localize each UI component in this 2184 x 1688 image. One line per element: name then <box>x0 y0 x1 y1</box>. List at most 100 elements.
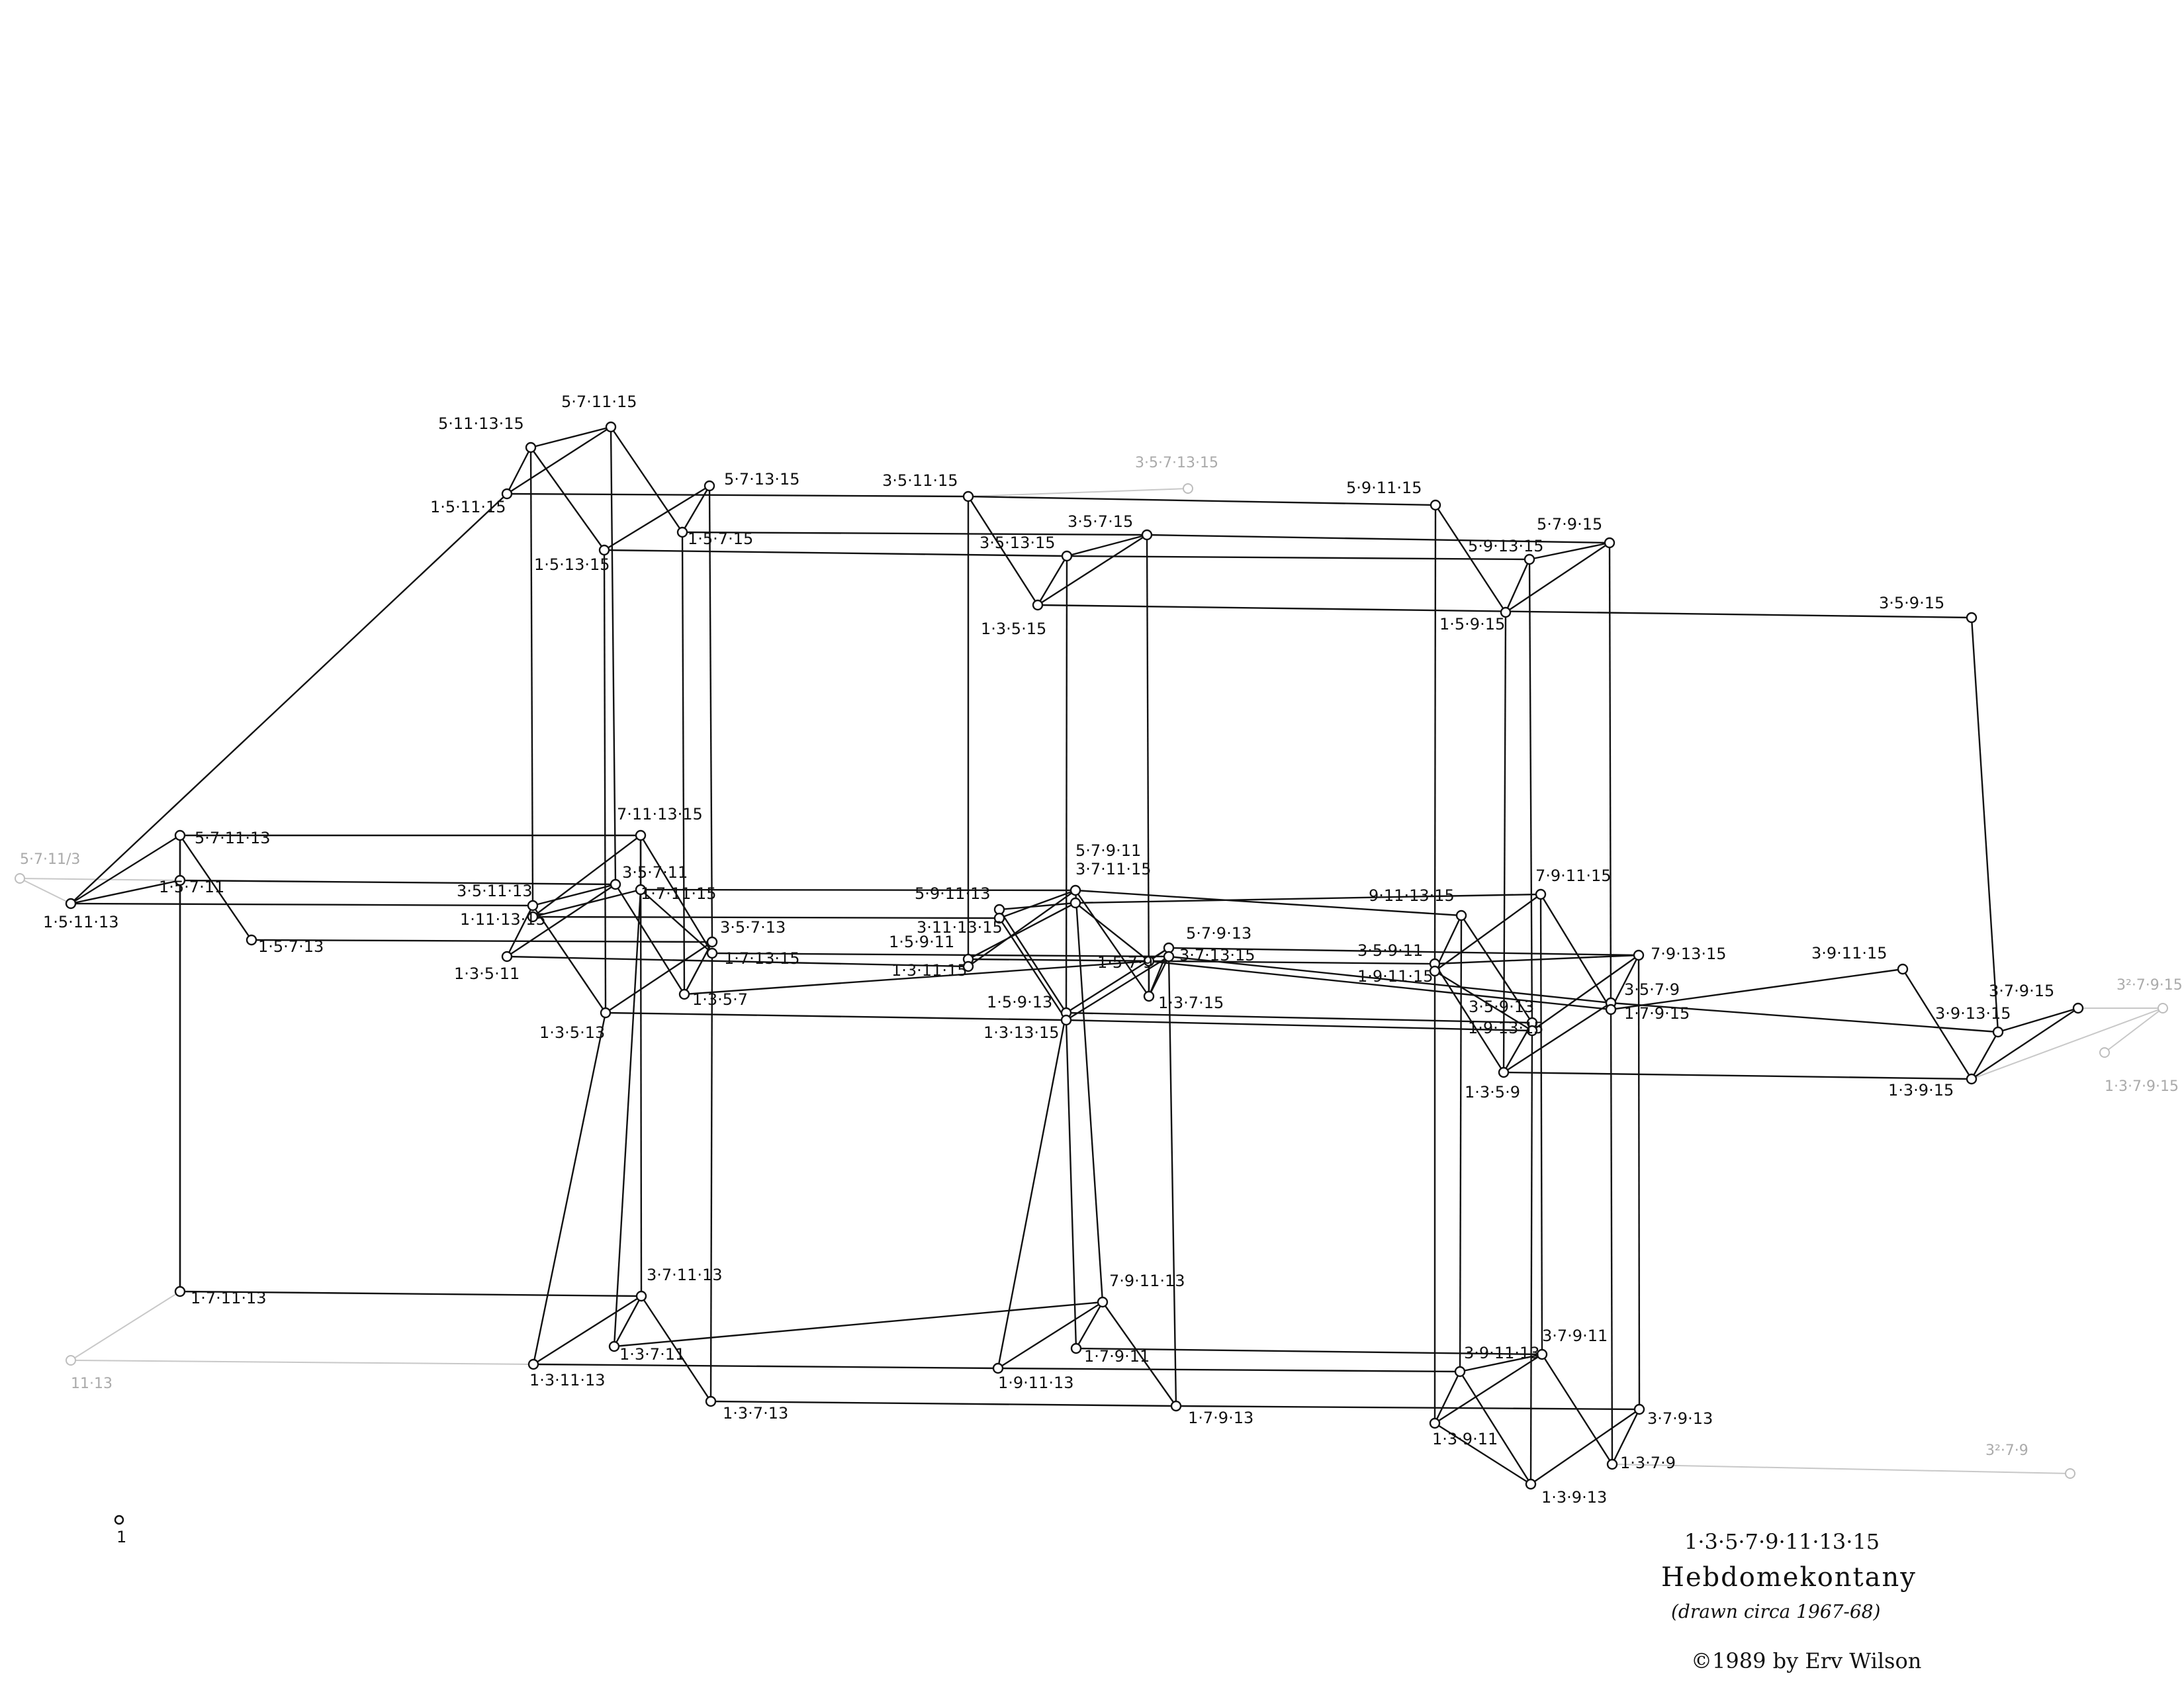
caption-title: Hebdomekontany <box>1661 1562 1917 1593</box>
edge-3-7-9-11--1-3-7-9 <box>1541 1354 1614 1465</box>
edge-3-9-11-13--1-3-9-11 <box>1433 1371 1461 1424</box>
lattice-node-3-7-9-13 <box>1633 1403 1645 1415</box>
lattice-node-1-7-9-13 <box>1170 1400 1182 1412</box>
edge-3-7-11-13--1-3-7-13 <box>640 1295 712 1402</box>
lattice-label-3-5-13-15: 3·5·13·15 <box>979 534 1056 552</box>
faint-label-f-right-top: 3²·7·9·15 <box>2116 977 2183 994</box>
edge-1-3-5-11--1-3-11-15 <box>506 955 969 968</box>
lattice-label-1-3-5-9: 1·3·5·9 <box>1465 1083 1520 1102</box>
edge-3-5-13-15--5-9-13-15 <box>1066 555 1530 561</box>
edge-7-11-13-15--1-7-13-15 <box>639 835 713 954</box>
lattice-label-1-3-5-13: 1·3·5·13 <box>539 1023 605 1042</box>
faint-node-f-3-5-7-13-15 <box>1183 483 1193 494</box>
lattice-label-1-9-11-13: 1·9·11·13 <box>998 1374 1074 1392</box>
lattice-label-1-5-9-15: 1·5·9·15 <box>1439 615 1505 633</box>
lattice-label-3-9-11-13: 3·9·11·13 <box>1464 1344 1540 1362</box>
edge-3-7-13-15--3-5-7-9 <box>1168 955 1612 1004</box>
edge-1-3-7-13--1-7-9-13 <box>710 1400 1177 1407</box>
lattice-label-5-9-11-15: 5·9·11·15 <box>1346 479 1422 497</box>
edge-1-7-13-15--1-3-7-13 <box>709 953 713 1402</box>
lattice-node-1-5-7-9 <box>1143 955 1155 967</box>
lattice-node-1-3-7-11 <box>608 1340 620 1352</box>
edge-5-9-13-15--1-5-9-15 <box>1504 559 1531 613</box>
edge-3-7-13-15--1-7-9-13 <box>1167 956 1177 1407</box>
lattice-node-1-3-9-13 <box>1525 1478 1537 1490</box>
lattice-label-5-11-13-15: 5·11·13·15 <box>438 414 524 433</box>
edge-3-5-13-15--1-5-9-13 <box>1065 555 1068 1013</box>
edge-5-7-11-13--1-5-11-13 <box>70 834 181 905</box>
edge-1-5-11-13--3-5-11-13 <box>70 902 533 907</box>
lattice-node-3-7-11-15 <box>1069 884 1081 896</box>
edge-1-5-9-13--3-5-9-13 <box>1066 1011 1533 1024</box>
edge-3-9-13-15--3-7-9-15 <box>1997 1007 2079 1033</box>
edge-3-9-13-15--1-3-9-15 <box>1970 1031 1999 1080</box>
lattice-node-1-7-9-15 <box>1605 1004 1617 1015</box>
lattice-node-1-9-11-15 <box>1429 965 1441 977</box>
caption-series: 1·3·5·7·9·11·13·15 <box>1684 1529 1880 1554</box>
edge-7-9-11-15--1-9-11-15 <box>1434 894 1541 972</box>
lattice-node-3-9-11-15 <box>1897 963 1909 975</box>
edge-1-9-13-15--7-9-13-15 <box>1531 955 1639 1031</box>
edge-3-5-7-15--1-3-5-15 <box>1037 534 1148 606</box>
lattice-node-7-11-13-15 <box>635 829 647 841</box>
edge-1-3-13-15--1-9-13-15 <box>1066 1019 1533 1032</box>
edge-3-5-11-15--1-3-5-15 <box>967 496 1039 606</box>
edge-5-7-9-11--1-5-9-11 <box>968 902 1076 961</box>
lattice-node-1-3-5-13 <box>600 1007 612 1019</box>
lattice-node-1-3-9-11 <box>1429 1417 1441 1429</box>
edge-5-9-11-13--1-5-9-13 <box>998 909 1068 1013</box>
lattice-label-3-9-11-15: 3·9·11·15 <box>1811 944 1888 962</box>
lattice-label-3-5-11-15: 3·5·11·15 <box>882 471 958 490</box>
edge-1-5-7-11--3-5-7-11 <box>179 879 616 886</box>
edge-5-11-13-15--1-5-11-15 <box>506 447 532 494</box>
lattice-label-1-9-13-15: 1·9·13·15 <box>1468 1019 1544 1037</box>
edge-1-3-9-11--1-3-9-13 <box>1434 1422 1531 1485</box>
edge-1-5-9-13--1-9-11-13 <box>997 1012 1068 1369</box>
edge-5-7-11-15--3-5-7-11 <box>610 426 617 885</box>
edge-1-5-7-15--1-3-5-7 <box>681 532 686 995</box>
lattice-label-1-7-13-15: 1·7·13·15 <box>724 949 800 968</box>
edge-f-right-mid--f-right-top <box>2104 1008 2163 1053</box>
lattice-node-1-5-11-15 <box>501 488 513 500</box>
lattice-node-1-3-5-15 <box>1032 599 1044 611</box>
edge-f-left-bottom--1-3-11-13 <box>70 1360 534 1365</box>
lattice-node-3-5-7-15 <box>1141 529 1153 541</box>
lattice-label-5-7-11-13: 5·7·11·13 <box>195 829 271 847</box>
edge-f-left-bottom--1-7-11-13 <box>70 1291 181 1361</box>
edge-3-7-11-13--1-3-11-13 <box>533 1295 642 1366</box>
edge-5-9-13-15--5-7-9-15 <box>1529 541 1610 561</box>
lattice-label-1-11-13-15: 1·11·13·15 <box>460 910 546 929</box>
caption-copyright: ©1989 by Erv Wilson <box>1691 1648 1922 1673</box>
edge-5-11-13-15--5-7-11-15 <box>530 426 612 449</box>
lattice-node-1-3-11-15 <box>962 961 974 972</box>
edge-5-7-11-15--1-5-11-15 <box>506 426 612 495</box>
lattice-node-5-7-9-11 <box>1069 897 1081 909</box>
edge-3-5-7-11--1-3-5-11 <box>506 884 616 957</box>
edge-3-5-9-15--3-9-13-15 <box>1970 617 1999 1033</box>
lattice-label-1-7-11-15: 1·7·11·15 <box>641 884 717 903</box>
lattice-label-3-7-9-13: 3·7·9·13 <box>1647 1409 1713 1428</box>
edge-1-3-5-9--1-3-9-15 <box>1503 1071 1972 1080</box>
lattice-node-7-9-11-13 <box>1097 1296 1109 1308</box>
edge-layer <box>19 426 2163 1485</box>
edge-5-7-11-15--1-5-7-15 <box>610 426 683 533</box>
lattice-label-3-7-9-11: 3·7·9·11 <box>1542 1327 1608 1345</box>
edge-1-5-11-13--1-5-7-11 <box>70 879 181 905</box>
edge-3-5-7-9--1-3-7-9 <box>1610 1002 1614 1465</box>
edge-1-5-11-15--3-5-11-15 <box>506 492 969 498</box>
lattice-label-5-7-13-15: 5·7·13·15 <box>724 470 800 489</box>
edge-3-7-11-15--1-3-11-15 <box>968 890 1076 967</box>
lattice-node-3-5-13-15 <box>1061 550 1073 562</box>
lattice-label-1-3-11-13: 1·3·11·13 <box>529 1371 606 1389</box>
lattice-label-7-11-13-15: 7·11·13·15 <box>617 805 703 823</box>
lattice-node-3-9-11-13 <box>1454 1366 1466 1378</box>
lattice-node-1-3-5-7 <box>678 988 690 1000</box>
lattice-node-5-9-13-15 <box>1524 553 1535 565</box>
lattice-label-3-5-9-15: 3·5·9·15 <box>1879 594 1944 612</box>
lattice-label-1-5-13-15: 1·5·13·15 <box>534 555 610 574</box>
edge-1-3-5-9--3-5-7-9 <box>1503 1002 1612 1074</box>
edge-f-right-bottom--1-3-7-9 <box>1612 1464 2071 1474</box>
edge-5-7-11-13--1-5-7-13 <box>179 835 252 941</box>
lattice-label-3-11-13-15: 3·11·13·15 <box>917 918 1003 937</box>
lattice-node-3-11-13-15 <box>993 912 1005 924</box>
